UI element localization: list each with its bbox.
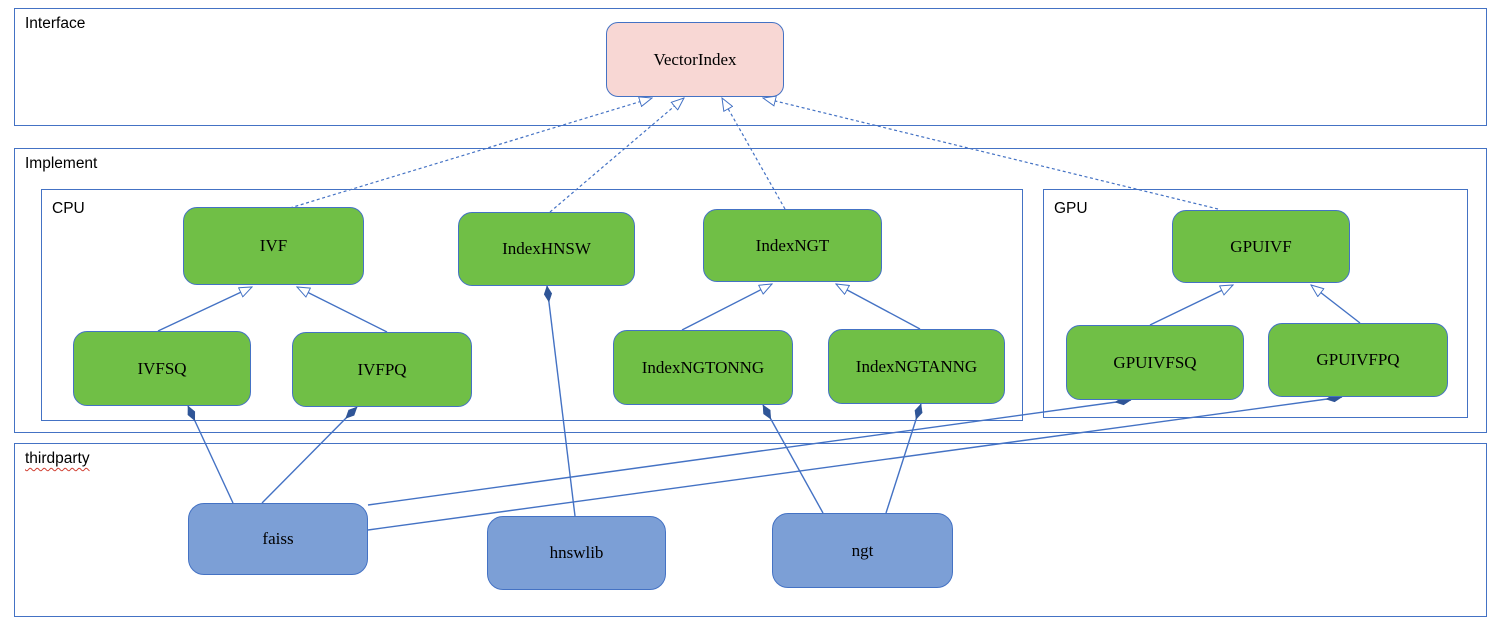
node-vectorindex-label: VectorIndex <box>653 49 737 69</box>
node-ivf-label: IVF <box>259 236 288 255</box>
node-indexngtonng-label: IndexNGTONNG <box>641 357 765 377</box>
group-cpu-label: CPU <box>52 200 85 217</box>
node-ivfsq: IVFSQ <box>73 331 251 406</box>
node-indexhnsw: IndexHNSW <box>458 212 635 286</box>
node-ivfpq: IVFPQ <box>292 332 472 407</box>
node-gpuivfpq-label: GPUIVFPQ <box>1316 350 1400 369</box>
group-gpu-label: GPU <box>1054 200 1088 217</box>
node-gpuivf-label: GPUIVF <box>1230 236 1292 256</box>
node-gpuivfsq-label: GPUIVFSQ <box>1113 352 1197 372</box>
node-faiss-label: faiss <box>262 529 294 548</box>
section-interface-label: Interface <box>25 15 86 32</box>
node-ngt: ngt <box>772 513 953 588</box>
node-indexngt-label: IndexNGT <box>755 235 830 255</box>
node-ivfsq-label: IVFSQ <box>137 358 187 378</box>
section-implement-label: Implement <box>25 155 98 172</box>
node-ivfpq-label: IVFPQ <box>357 359 407 379</box>
node-hnswlib-label: hnswlib <box>549 543 604 562</box>
node-indexngtonng: IndexNGTONNG <box>613 330 793 405</box>
node-indexngtanng: IndexNGTANNG <box>828 329 1005 404</box>
node-ngt-label: ngt <box>851 540 874 560</box>
node-ivf: IVF <box>183 207 364 285</box>
node-hnswlib: hnswlib <box>487 516 666 590</box>
node-gpuivf: GPUIVF <box>1172 210 1350 283</box>
node-faiss: faiss <box>188 503 368 575</box>
node-indexngtanng-label: IndexNGTANNG <box>855 356 978 376</box>
node-indexhnsw-label: IndexHNSW <box>502 239 591 258</box>
node-indexngt: IndexNGT <box>703 209 882 282</box>
node-gpuivfsq: GPUIVFSQ <box>1066 325 1244 400</box>
node-vectorindex: VectorIndex <box>606 22 784 97</box>
node-gpuivfpq: GPUIVFPQ <box>1268 323 1448 397</box>
section-thirdparty-label: thirdparty <box>25 450 90 467</box>
